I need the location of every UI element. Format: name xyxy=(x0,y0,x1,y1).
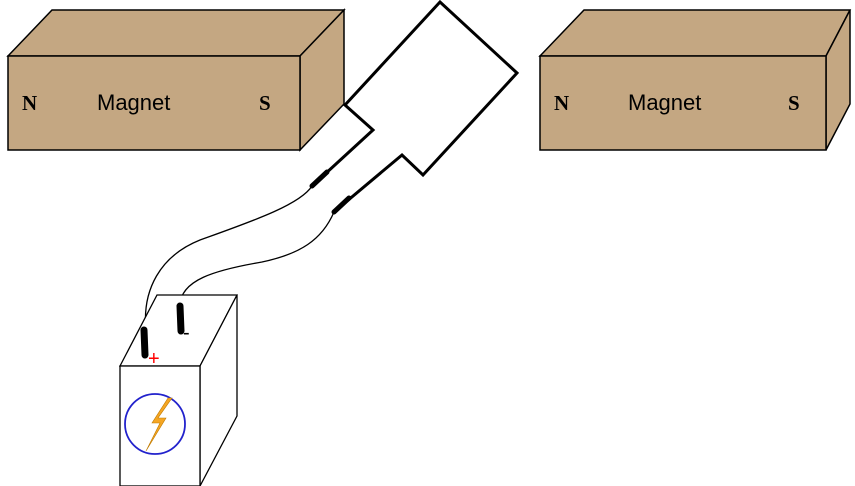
lead-wire-positive xyxy=(144,185,313,331)
right-magnet-south-label: S xyxy=(788,91,800,115)
right-magnet-front-face xyxy=(539,55,827,151)
left-magnet-north-label: N xyxy=(22,91,37,115)
battery-positive-label: + xyxy=(148,348,160,370)
loop-lead-right-insulation xyxy=(331,195,352,215)
right-magnet: N Magnet S xyxy=(538,9,852,151)
battery-terminal-positive xyxy=(140,326,149,359)
loop-lead-left-insulation xyxy=(309,169,330,189)
left-magnet: N Magnet S xyxy=(6,8,346,152)
left-magnet-south-label: S xyxy=(259,91,271,115)
battery-terminal-negative xyxy=(176,302,185,335)
battery-symbol-circle xyxy=(124,393,186,455)
right-magnet-label: Magnet xyxy=(628,90,701,115)
left-magnet-label: Magnet xyxy=(97,90,170,115)
battery: + - xyxy=(118,294,239,486)
wire-loop xyxy=(310,0,520,214)
left-magnet-front-face xyxy=(7,55,301,151)
lightning-bolt-icon xyxy=(145,397,173,452)
battery-negative-label: - xyxy=(183,322,190,344)
right-magnet-top-face xyxy=(538,9,852,57)
lead-wire-negative xyxy=(179,211,335,307)
left-magnet-top-face xyxy=(6,9,346,57)
right-magnet-north-label: N xyxy=(554,91,569,115)
